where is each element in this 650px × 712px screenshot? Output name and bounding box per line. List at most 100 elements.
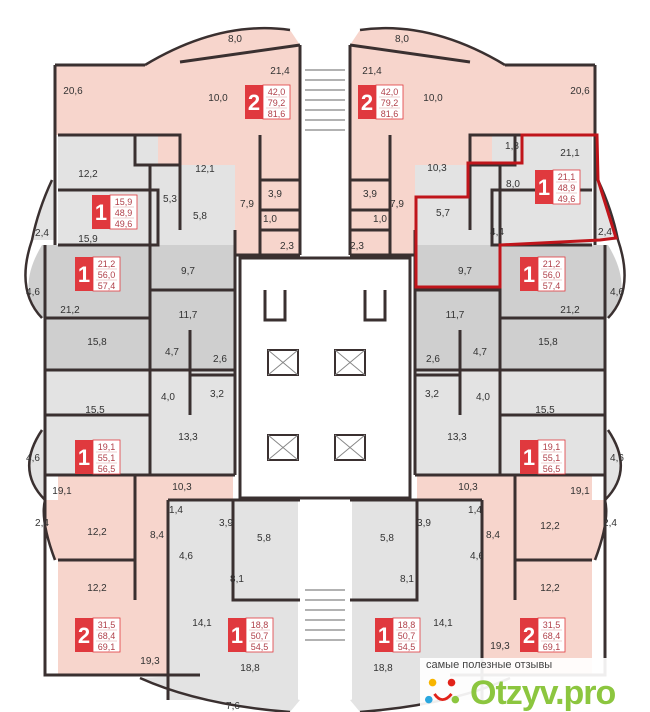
room-area-label: 21,4: [362, 66, 382, 77]
room-area-label: 4,6: [26, 453, 40, 464]
apartment-badge[interactable]: 1 19,1 55,1 56,5: [75, 439, 121, 475]
badge-room-count-bg: [245, 85, 263, 119]
room-area-label: 4,0: [476, 392, 490, 403]
badge-area-box: [245, 617, 274, 653]
badge-living-area: 21,2: [543, 259, 561, 269]
room-area-label: 19,1: [52, 486, 72, 497]
badge-room-count-bg: [520, 440, 538, 474]
room-area-label: 3,9: [268, 189, 282, 200]
room-area-label: 11,7: [446, 310, 465, 321]
badge-living-area: 31,5: [98, 620, 116, 630]
room-area-label: 15,8: [538, 337, 558, 348]
stairwell-top: [305, 69, 345, 131]
room-area-label: 4,6: [610, 453, 624, 464]
building-core: [238, 256, 412, 500]
room-area-label: 5,8: [257, 533, 271, 544]
room-area-label: 2,6: [213, 354, 227, 365]
room-area-label: 12,2: [540, 583, 560, 594]
watermark-logo-icon: [425, 678, 460, 704]
badge-room-count: 2: [78, 623, 90, 648]
room-area-label: 4,4: [490, 227, 504, 238]
badge-living-area: 31,5: [543, 620, 561, 630]
stairwell-bottom: [305, 589, 345, 641]
room-area-label: 10,3: [458, 482, 478, 493]
apartment-badge[interactable]: 1 21,2 56,0 57,4: [75, 256, 121, 292]
room-area-label: 7,9: [390, 199, 404, 210]
room-area-label: 5,7: [436, 208, 450, 219]
room-area-label: 4,6: [179, 551, 193, 562]
room-area-label: 19,3: [490, 641, 510, 652]
apartment-badge[interactable]: 1 18,8 50,7 54,5: [375, 617, 421, 653]
room-area-label: 15,8: [87, 337, 107, 348]
room-area-label: 4,6: [610, 287, 624, 298]
badge-room-count: 1: [378, 623, 390, 648]
badge-room-count: 1: [538, 175, 550, 200]
room-area-label: 4,6: [26, 287, 40, 298]
badge-living-area: 18,8: [251, 620, 269, 630]
highlighted-apartment-outline: [414, 133, 618, 289]
badge-living-area: 19,1: [98, 442, 116, 452]
room-area-label: 2,3: [280, 241, 294, 252]
badge-living-area: 15,9: [115, 197, 133, 207]
badge-room-count-bg: [75, 440, 93, 474]
badge-room-count-bg: [75, 257, 93, 291]
room-area-label: 8,0: [395, 34, 409, 45]
badge-living-area: 21,2: [98, 259, 116, 269]
badge-area-box: [92, 617, 121, 653]
badge-area-box: [262, 84, 291, 120]
badge-area-box: [537, 617, 566, 653]
room-area-label: 19,1: [570, 486, 590, 497]
watermark-tagline: самые полезные отзывы: [426, 659, 553, 671]
watermark-brand: Otzyv.pro: [470, 676, 616, 710]
room-area-label: 12,2: [78, 169, 98, 180]
apartment-badge[interactable]: 2 42,0 79,2 81,6: [245, 84, 291, 120]
badge-total-area: 68,4: [543, 631, 561, 641]
room-area-label: 21,1: [560, 148, 580, 159]
room-area-label: 4,0: [161, 392, 175, 403]
room-area-label: 19,3: [140, 656, 160, 667]
badge-area-box: [537, 256, 566, 292]
badge-total-area: 79,2: [381, 98, 399, 108]
badge-total-area: 68,4: [98, 631, 116, 641]
apartment-badge[interactable]: 2 31,5 68,4 69,1: [520, 617, 566, 653]
room-area-label: 20,6: [570, 86, 590, 97]
apartment-badge[interactable]: 2 31,5 68,4 69,1: [75, 617, 121, 653]
apartment-badge[interactable]: 1 21,2 56,0 57,4: [520, 256, 566, 292]
room-area-label: 10,0: [423, 93, 443, 104]
room-area-label: 8,4: [150, 530, 164, 541]
badge-room-count: 1: [78, 262, 90, 287]
watermark-background: [420, 658, 650, 712]
apartment-badge[interactable]: 1 15,9 48,9 49,6: [92, 194, 138, 230]
badge-total-area: 55,1: [543, 453, 561, 463]
badge-total-with-balcony: 57,4: [543, 281, 561, 291]
room-area-label: 3,2: [425, 389, 439, 400]
room-area-label: 4,7: [165, 347, 179, 358]
badge-total-area: 55,1: [98, 453, 116, 463]
room-area-label: 7,9: [240, 199, 254, 210]
apartment-badge[interactable]: 1 18,8 50,7 54,5: [228, 617, 274, 653]
badge-room-count: 1: [231, 623, 243, 648]
badge-room-count: 2: [248, 90, 260, 115]
room-area-label: 15,9: [78, 234, 98, 245]
room-area-label: 13,3: [447, 432, 467, 443]
room-area-label: 2,4: [35, 518, 49, 529]
room-area-label: 4,7: [473, 347, 487, 358]
room-area-label: 8,0: [506, 179, 520, 190]
badge-area-box: [552, 169, 581, 205]
room-area-label: 1,4: [169, 505, 183, 516]
badge-total-with-balcony: 81,6: [381, 109, 399, 119]
room-area-label: 12,2: [87, 527, 107, 538]
apartment-badge[interactable]: 1 21,1 48,9 49,6: [535, 169, 581, 205]
room-area-label: 4,6: [470, 551, 484, 562]
apartment-badge[interactable]: 1 19,1 55,1 56,5: [520, 439, 566, 475]
badge-room-count: 2: [523, 623, 535, 648]
badge-total-area: 48,9: [558, 183, 576, 193]
badge-total-area: 50,7: [398, 631, 416, 641]
room-area-label: 14,1: [192, 618, 212, 629]
badge-room-count-bg: [375, 618, 393, 652]
room-area-label: 3,2: [210, 389, 224, 400]
badge-total-with-balcony: 81,6: [268, 109, 286, 119]
badge-total-with-balcony: 49,6: [115, 219, 133, 229]
badge-total-area: 48,9: [115, 208, 133, 218]
apartment-badge[interactable]: 2 42,0 79,2 81,6: [358, 84, 404, 120]
